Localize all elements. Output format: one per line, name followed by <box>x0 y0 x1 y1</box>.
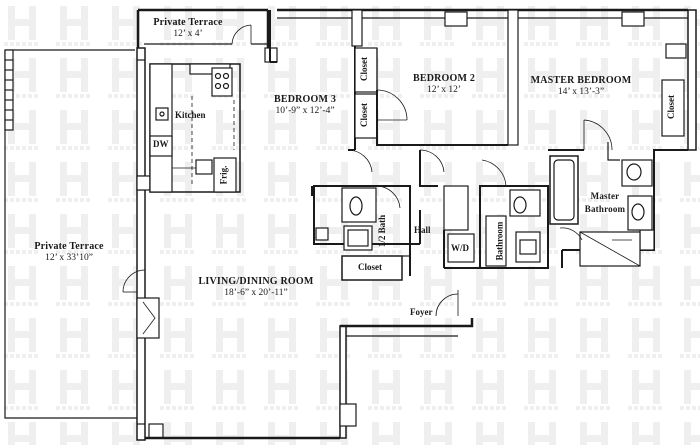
master-bathroom-label: Master Bathroom <box>580 190 630 215</box>
closet-hall-label: Closet <box>358 262 382 272</box>
bedroom3-label: BEDROOM 3 10’-9” x 12’-4” <box>262 94 348 116</box>
room-dimensions: 12’ x 33’10” <box>45 252 93 263</box>
dishwasher-label: DW <box>153 139 169 149</box>
hall-label: Hall <box>414 225 431 235</box>
room-name: MASTER BEDROOM <box>530 75 632 86</box>
kitchen-label: Kitchen <box>175 110 206 120</box>
half-bath-label: 1/2 Bath <box>377 214 388 248</box>
closet-b2-upper-label: Closet <box>359 57 369 81</box>
bathroom-label: Bathroom <box>494 221 505 261</box>
foyer-label: Foyer <box>410 307 433 317</box>
room-name: LIVING/DINING ROOM <box>198 276 314 287</box>
room-dimensions: 12’ x 12’ <box>426 84 462 95</box>
living-dining-label: LIVING/DINING ROOM 18’-6” x 20’-11” <box>196 276 316 298</box>
room-dimensions: 14’ x 13’-3” <box>557 86 605 97</box>
closet-b2-lower-label: Closet <box>359 103 369 127</box>
room-name: Private Terrace <box>153 17 223 28</box>
room-name: Private Terrace <box>34 241 104 252</box>
room-name: BEDROOM 2 <box>412 73 476 84</box>
room-dimensions: 12’ x 4’ <box>173 28 203 39</box>
room-name: BEDROOM 3 <box>273 94 337 105</box>
bedroom2-label: BEDROOM 2 12’ x 12’ <box>404 73 484 95</box>
private-terrace-left-label: Private Terrace 12’ x 33’10” <box>24 241 114 263</box>
private-terrace-top-label: Private Terrace 12’ x 4’ <box>146 17 230 39</box>
room-dimensions: 18’-6” x 20’-11” <box>224 287 288 298</box>
room-dimensions: 10’-9” x 12’-4” <box>275 105 335 116</box>
walls <box>4 8 697 441</box>
closet-master-label: Closet <box>666 95 676 119</box>
fridge-label: Frig. <box>218 165 229 185</box>
room-name: Master Bathroom <box>584 191 626 214</box>
master-bedroom-label: MASTER BEDROOM 14’ x 13’-3” <box>526 75 636 97</box>
washer-dryer-label: W/D <box>451 243 469 253</box>
